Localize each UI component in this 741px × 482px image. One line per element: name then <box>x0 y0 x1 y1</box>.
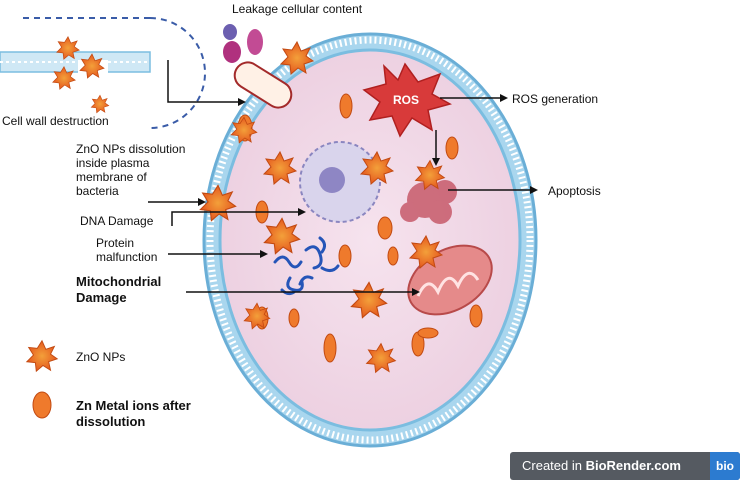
apoptosis-label: Apoptosis <box>548 184 601 198</box>
damaged-dna <box>273 236 340 296</box>
connector-lines <box>148 60 530 293</box>
dna-damage-label: DNA Damage <box>80 214 154 228</box>
legend-zn-ions-label-1: Zn Metal ions after <box>76 398 191 413</box>
badge-text: Created in BioRender.com <box>522 458 681 473</box>
biorender-badge[interactable]: Created in BioRender.com bio <box>510 452 740 480</box>
zno-dissolution-label-3: membrane of <box>76 170 147 184</box>
mito-label-2: Damage <box>76 290 127 305</box>
zno-nanoparticles <box>52 36 446 374</box>
legend-zno-nps-label: ZnO NPs <box>76 350 126 364</box>
zno-dissolution-label-4: bacteria <box>76 184 119 198</box>
zno-dissolution-label-2: inside plasma <box>76 156 150 170</box>
biorender-logo-icon: bio <box>710 452 740 480</box>
legend-symbols <box>25 339 59 419</box>
badge-name: BioRender.com <box>585 458 681 473</box>
cell-wall-inset <box>0 17 206 129</box>
protein-label-2: malfunction <box>96 250 158 264</box>
cell-membrane <box>202 32 538 448</box>
arrow-heads <box>198 94 538 296</box>
ros-center-label: ROS <box>393 93 419 107</box>
leakage-vesicle <box>223 24 293 109</box>
cell-wall-label: Cell wall destruction <box>2 114 109 128</box>
legend-zno-np-symbol <box>25 339 59 373</box>
protein-label-1: Protein <box>96 236 135 250</box>
leakage-label: Leakage cellular content <box>232 2 363 16</box>
ros-burst <box>362 62 452 138</box>
legend-zn-ions-label-2: dissolution <box>76 414 146 429</box>
badge-prefix: Created in <box>522 458 586 473</box>
legend-zn-ion-symbol <box>32 391 52 419</box>
ros-generation-label: ROS generation <box>512 92 599 106</box>
zno-dissolution-label-1: ZnO NPs dissolution <box>76 142 186 156</box>
mito-label-1: Mitochondrial <box>76 274 162 289</box>
apoptosis-cluster <box>400 180 457 224</box>
nucleoid <box>299 141 381 223</box>
